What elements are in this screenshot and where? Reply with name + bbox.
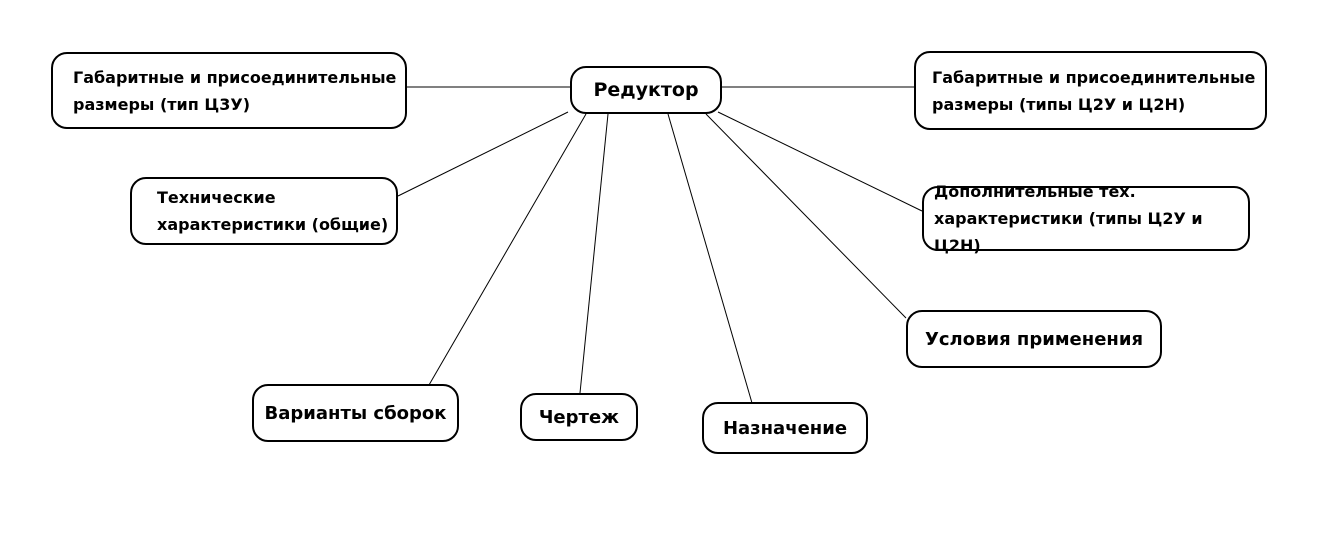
node-tech-additional: Дополнительные тех. характеристики (типы… (922, 182, 1250, 255)
edge-purpose (667, 113, 753, 404)
node-purpose: Назначение (702, 402, 868, 454)
node-tech-general-label: Технические характеристики (общие) (157, 188, 389, 234)
edge-assembly-variants (428, 113, 587, 386)
node-tech-general: Технические характеристики (общие) (130, 177, 398, 245)
node-purpose-label: Назначение (722, 417, 848, 439)
node-root-label: Редуктор (593, 78, 699, 101)
node-drawing: Чертеж (520, 393, 638, 441)
edge-conditions (705, 113, 907, 319)
node-conditions: Условия применения (906, 310, 1162, 368)
node-assembly-variants-label: Варианты сборок (264, 402, 447, 424)
node-drawing-label: Чертеж (538, 406, 620, 428)
node-gabarity-c3u-label: Габаритные и присоединительные размеры (… (73, 67, 397, 114)
edge-tech-general (397, 111, 569, 197)
node-gabarity-c2u-c2n: Габаритные и присоединительные размеры (… (914, 51, 1267, 130)
edge-tech-additional (717, 111, 923, 212)
node-conditions-label: Условия применения (924, 328, 1144, 350)
node-root-reduktor: Редуктор (570, 66, 722, 114)
node-assembly-variants: Варианты сборок (252, 384, 459, 442)
node-tech-additional-label: Дополнительные тех. характеристики (типы… (934, 182, 1203, 255)
edge-drawing (579, 113, 609, 394)
node-gabarity-c2u-c2n-label: Габаритные и присоединительные размеры (… (932, 67, 1256, 114)
node-gabarity-c3u: Габаритные и присоединительные размеры (… (51, 52, 407, 129)
